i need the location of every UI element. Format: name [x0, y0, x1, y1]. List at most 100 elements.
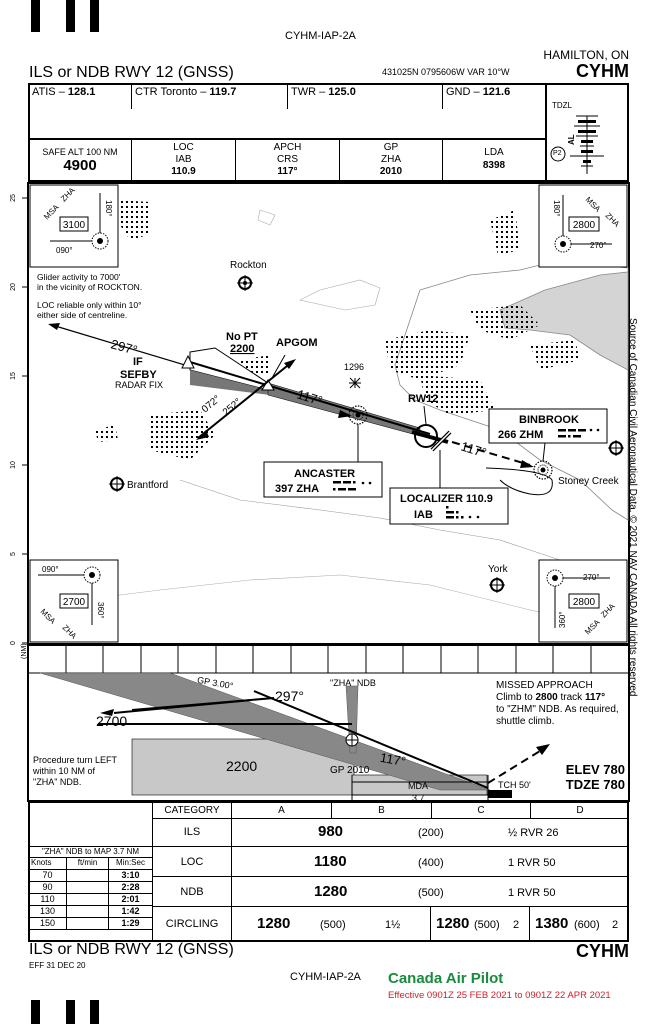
atis-frequency: ATIS – 128.1 — [32, 86, 96, 98]
location-name: HAMILTON, ON — [543, 48, 629, 62]
circling-c-vis: 2 — [513, 919, 520, 931]
svg-text:180°: 180° — [552, 200, 561, 217]
svg-text:360°: 360° — [96, 602, 105, 619]
svg-text:LOCALIZER 110.9: LOCALIZER 110.9 — [400, 493, 493, 505]
svg-text:IAB: IAB — [414, 509, 433, 521]
sefby-fix: SEFBY — [120, 369, 157, 381]
binbrook-info-box: BINBROOK 266 ZHM — [488, 408, 608, 462]
y-tick-25: 25 — [10, 194, 17, 202]
loc-note-2: either side of centreline. — [37, 310, 127, 320]
runway-profile — [488, 790, 512, 798]
timing-minsec: 2:28 — [121, 882, 140, 892]
ndb-minima: 1280 — [314, 883, 348, 900]
coordinates: 431025N 0795606W VAR 10°W — [382, 67, 510, 77]
timing-row: 110 2:01 — [29, 894, 152, 906]
cat-a: A — [278, 805, 285, 816]
safe-alt-label: SAFE ALT 100 NM — [42, 147, 118, 157]
timing-fpm — [67, 918, 109, 929]
loc-vis: 1 RVR 50 — [508, 857, 556, 869]
msa-bottom-right: 2800 270° 360° MSA ZHA — [538, 559, 628, 643]
altitude-2700: 2700 — [96, 713, 128, 729]
approach-lighting-icon — [550, 115, 604, 174]
msa-top-right: 2800 MSA ZHA 180° 270° — [538, 184, 628, 268]
timing-knots: 70 — [29, 870, 67, 881]
heading-297: 297° — [109, 336, 139, 357]
timing-fpm — [67, 882, 109, 893]
msa-bottom-left: 2700 090° MSA ZHA 360° — [29, 559, 119, 643]
svg-text:BINBROOK: BINBROOK — [519, 414, 579, 426]
chart-id-bottom: CYHM-IAP-2A — [290, 971, 361, 983]
svg-text:397 ZHA: 397 ZHA — [275, 483, 319, 495]
ils-vis: ½ RVR 26 — [508, 827, 559, 839]
circling-c-alt: 1280 — [436, 915, 470, 932]
course-117-b: 117° — [459, 439, 488, 461]
cat-d: D — [576, 805, 584, 816]
heading-072: 072° — [200, 394, 223, 416]
timing-fpm — [67, 870, 109, 881]
gp-2010: GP 2010 — [330, 765, 370, 776]
svg-text:York: York — [488, 564, 509, 575]
if-label: IF — [133, 356, 143, 368]
svg-text:ANCASTER: ANCASTER — [294, 468, 355, 480]
timing-fpm — [67, 894, 109, 905]
msa-top-left: 3100 MSA ZHA 180° 090° — [29, 184, 119, 268]
svg-text:2700: 2700 — [63, 597, 86, 608]
effective-period: Effective 0901Z 25 FEB 2021 to 0901Z 22 … — [388, 990, 611, 1001]
timing-minsec: 1:42 — [121, 906, 140, 916]
twr-frequency: TWR – 125.0 — [291, 86, 356, 98]
circling-ab-alt: 1280 — [257, 915, 291, 932]
runway-12-label: RW12 — [408, 393, 438, 405]
circling-d-alt: 1380 — [535, 915, 569, 932]
briefing-strip — [28, 83, 629, 182]
binbrook-ndb-icon — [533, 460, 553, 480]
svg-text:266 ZHM: 266 ZHM — [498, 429, 543, 441]
svg-text:3100: 3100 — [63, 220, 86, 231]
circling-d-hat: (600) — [574, 919, 600, 931]
terrain-shading — [95, 200, 580, 460]
profile-heading-297: 297° — [275, 688, 304, 704]
light-code: P2 — [553, 150, 562, 157]
obstacle-icon — [349, 377, 361, 389]
cat-b: B — [378, 805, 385, 816]
procedure-title: ILS or NDB RWY 12 (GNSS) — [29, 64, 234, 81]
profile-view: (NM) — [21, 643, 630, 802]
stoney-creek-town: Stoney Creek — [558, 440, 624, 487]
y-tick-5: 5 — [10, 552, 17, 556]
svg-text:270°: 270° — [583, 573, 600, 582]
timing-row: 130 1:42 — [29, 906, 152, 918]
radar-fix-label: RADAR FIX — [115, 380, 163, 390]
loc-note-1: LOC reliable only within 10° — [37, 300, 142, 310]
timing-knots: 130 — [29, 906, 67, 917]
effective-date: EFF 31 DEC 20 — [29, 961, 86, 970]
heading-252: 252° — [221, 397, 244, 419]
timing-knots: 110 — [29, 894, 67, 905]
brantford-town: Brantford — [109, 476, 168, 492]
glider-note-1: Glider activity to 7000' — [37, 272, 121, 282]
footer-title: ILS or NDB RWY 12 (GNSS) — [29, 941, 234, 958]
timing-knots: 150 — [29, 918, 67, 929]
no-pt-altitude: 2200 — [230, 343, 254, 355]
circling-row-label: CIRCLING — [165, 918, 219, 930]
safe-alt-value: 4900 — [63, 157, 97, 174]
glider-note-2: in the vicinity of ROCKTON. — [37, 282, 142, 292]
airport-code: CYHM — [576, 61, 629, 81]
york-town: York — [488, 564, 509, 593]
svg-text:270°: 270° — [590, 241, 607, 250]
ils-minima: 980 — [318, 823, 344, 840]
minima-table — [28, 801, 629, 942]
timing-table: "ZHA" NDB to MAP 3.7 NM Knots ft/min Min… — [29, 846, 152, 930]
mda-label: MDA — [408, 781, 428, 791]
timing-minsec: 2:01 — [121, 894, 140, 904]
no-pt-label: No PT — [226, 331, 258, 343]
airport-runway-icon — [411, 424, 452, 452]
loc-minima: 1180 — [314, 853, 347, 870]
circling-ab-vis: 1½ — [385, 919, 401, 931]
circling-ab-hat: (500) — [320, 919, 346, 931]
svg-text:090°: 090° — [56, 246, 73, 255]
ndb-vis: 1 RVR 50 — [508, 887, 556, 899]
